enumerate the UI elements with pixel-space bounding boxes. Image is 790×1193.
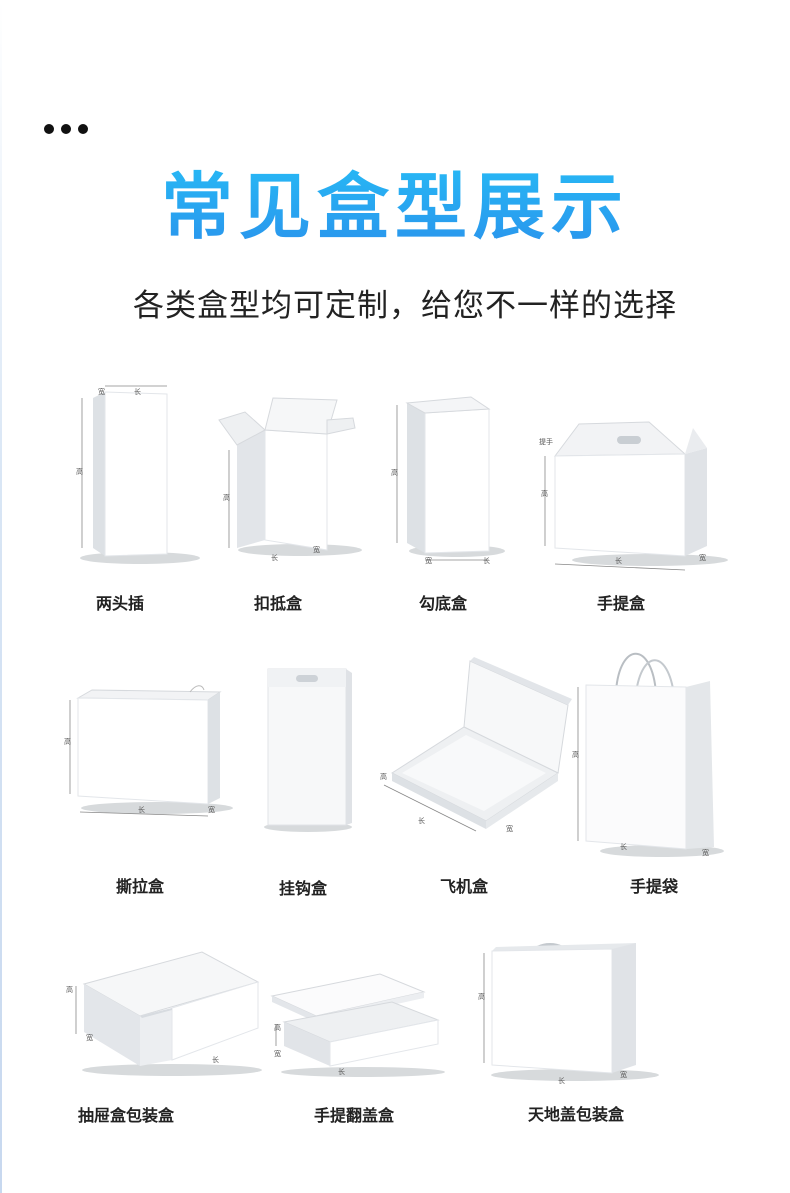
page-title: 常见盒型展示 [0, 162, 790, 252]
dot [44, 124, 54, 134]
crash-lock-box-illustration: 高 长 宽 [218, 397, 362, 562]
dim-height: 高 [274, 1023, 281, 1032]
dim-height: 高 [391, 468, 398, 477]
box-label: 勾底盒 [418, 594, 468, 613]
mailer-box-illustration: 高 长 宽 [380, 657, 572, 833]
box-label: 撕拉盒 [115, 877, 165, 896]
box-crash-lock: 高 长 宽 扣抵盒 [215, 390, 375, 613]
dim-length: 长 [418, 816, 425, 825]
box-lid-flip: 高 宽 长 手提翻盖盒 [268, 972, 458, 1125]
dim-width: 宽 [98, 387, 105, 396]
dim-height: 高 [66, 985, 73, 994]
drawer-box-illustration: 高 宽 长 [66, 951, 262, 1076]
dim-height: 高 [64, 737, 71, 746]
dim-height: 高 [541, 489, 548, 498]
dim-height: 高 [380, 772, 387, 781]
hang-hook-box-illustration [264, 668, 352, 832]
box-label: 扣抵盒 [253, 594, 303, 613]
dim-height: 高 [76, 467, 83, 476]
tear-strip-box-illustration: 高 长 宽 [64, 685, 233, 817]
two-end-tuck-box-illustration: 高 宽 长 [76, 385, 200, 564]
dim-width: 宽 [208, 805, 215, 814]
lid-flip-box-illustration: 高 宽 长 [270, 973, 445, 1077]
dim-length: 长 [620, 842, 627, 851]
box-hang-hook: 挂钩盒 [260, 665, 360, 898]
box-snap-lock-bottom: 高 宽 长 勾底盒 [385, 385, 515, 613]
dim-length: 长 [271, 553, 278, 562]
box-paper-bag: 高 长 宽 手提袋 [570, 645, 730, 896]
dim-handle: 提手 [539, 437, 553, 446]
box-label: 两头插 [95, 594, 145, 613]
box-label: 挂钩盒 [278, 879, 328, 898]
dot [61, 124, 71, 134]
box-label: 手提翻盖盒 [313, 1106, 395, 1125]
dim-width: 宽 [620, 1070, 627, 1079]
dot [78, 124, 88, 134]
page-subtitle: 各类盒型均可定制，给您不一样的选择 [133, 288, 677, 324]
box-label: 手提袋 [629, 877, 679, 896]
box-label: 天地盖包装盒 [527, 1105, 625, 1124]
dim-length: 长 [558, 1076, 565, 1085]
dim-height: 高 [223, 493, 230, 502]
snap-lock-box-illustration: 高 宽 长 [391, 396, 505, 565]
dim-length: 长 [212, 1055, 219, 1064]
dim-length: 长 [338, 1067, 345, 1076]
dim-length: 长 [138, 805, 145, 814]
dim-width: 宽 [699, 553, 706, 562]
dim-width: 宽 [274, 1049, 281, 1058]
box-label: 抽屉盒包装盒 [77, 1106, 175, 1125]
box-two-end-tuck: 高 宽 长 两头插 [60, 380, 210, 613]
more-dots-icon [44, 124, 88, 134]
dim-width: 宽 [702, 848, 709, 857]
box-handle-carry: 提手 高 长 宽 手提盒 [535, 418, 735, 613]
box-rigid-lid: 高 长 宽 天地盖包装盒 [470, 935, 670, 1124]
dim-width: 宽 [425, 556, 432, 565]
dim-height: 高 [478, 992, 485, 1001]
box-mailer: 高 长 宽 飞机盒 [378, 655, 573, 896]
rigid-lid-box-illustration: 高 长 宽 [478, 943, 659, 1085]
box-drawer: 高 宽 长 抽屉盒包装盒 [62, 950, 262, 1125]
box-label: 飞机盒 [439, 877, 489, 896]
dim-width: 宽 [506, 824, 513, 833]
box-tear-strip: 高 长 宽 撕拉盒 [62, 680, 242, 896]
dim-width: 宽 [86, 1033, 93, 1042]
handle-box-illustration: 提手 高 长 宽 [539, 421, 728, 571]
dim-height: 高 [572, 750, 579, 759]
dim-width: 宽 [313, 545, 320, 554]
dim-length: 长 [615, 556, 622, 565]
left-edge-line [0, 0, 2, 1193]
paper-bag-illustration: 高 长 宽 [572, 652, 724, 857]
dim-length: 长 [483, 556, 490, 565]
dim-length: 长 [134, 387, 141, 396]
box-label: 手提盒 [596, 594, 646, 613]
